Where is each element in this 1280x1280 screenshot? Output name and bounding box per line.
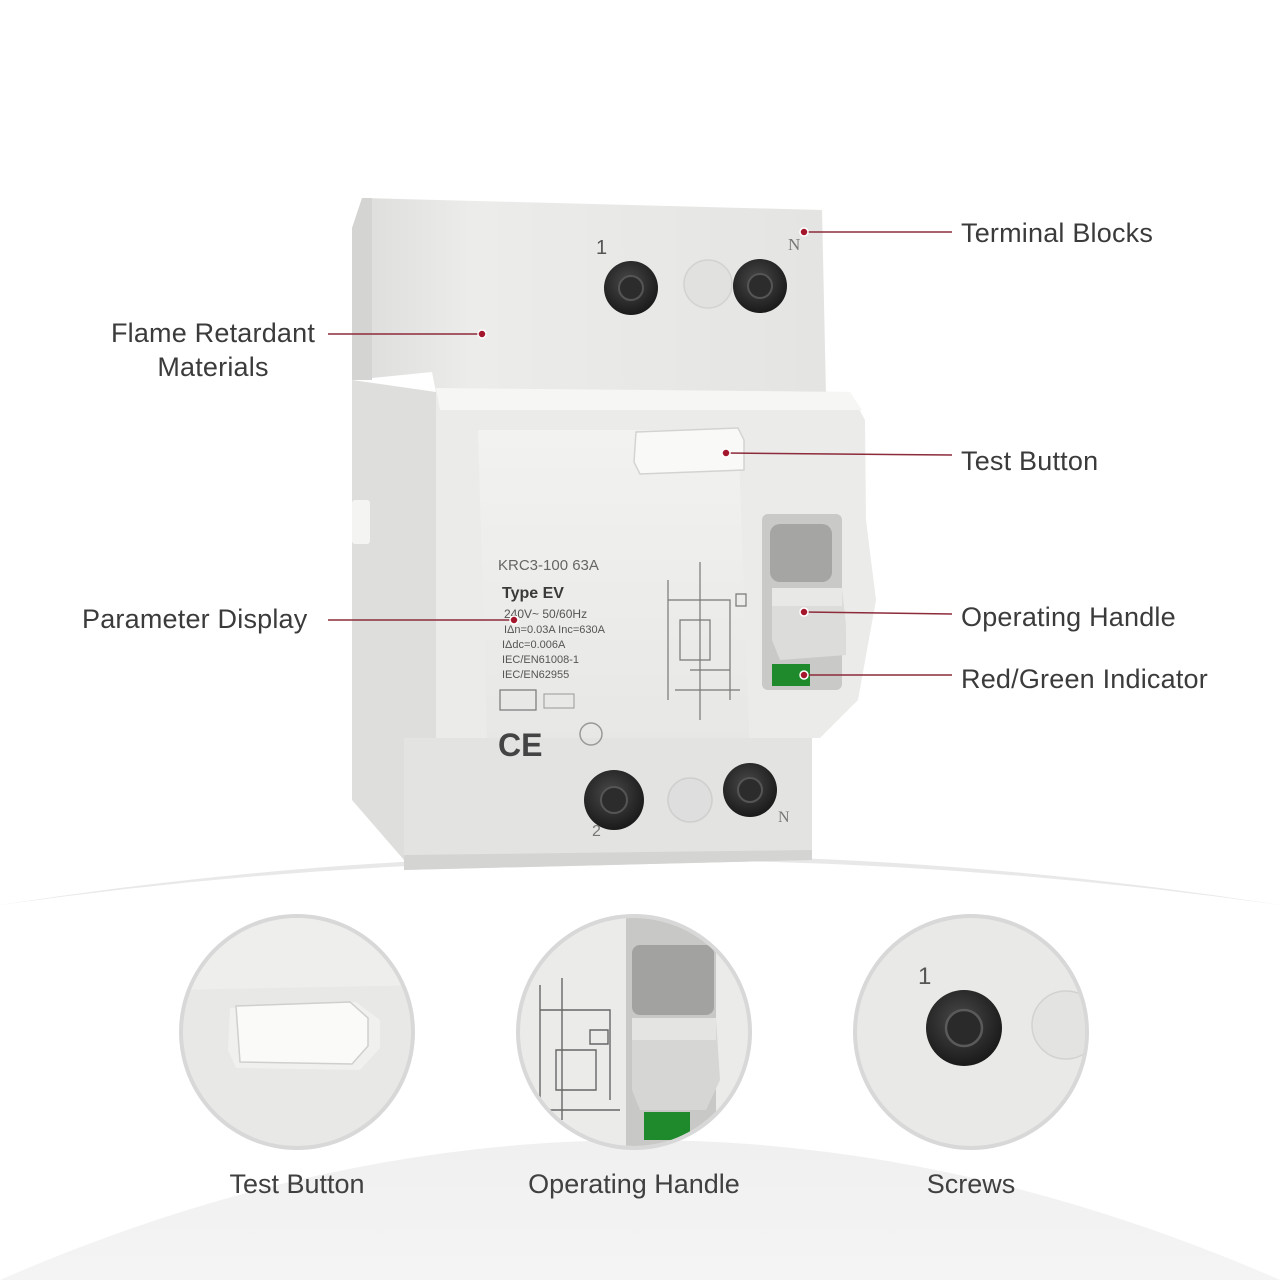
ce-mark: CE bbox=[498, 727, 542, 763]
caption-test-button: Test Button bbox=[229, 1169, 365, 1199]
label-standard-2: IEC/EN62955 bbox=[502, 669, 569, 681]
parameter-label-plate bbox=[478, 430, 750, 770]
label-dc: IΔdc=0.006A bbox=[502, 639, 566, 651]
marker-dot-parameter bbox=[509, 615, 519, 625]
terminal-number-bottom-left: 2 bbox=[592, 823, 601, 840]
label-standard-1: IEC/EN61008-1 bbox=[502, 654, 579, 666]
marker-dot-terminal bbox=[799, 227, 809, 237]
marker-dot-indicator bbox=[799, 670, 809, 680]
terminal-number-top-left: 1 bbox=[596, 237, 607, 259]
caption-screws: Screws bbox=[926, 1169, 1016, 1199]
red-green-indicator-shape bbox=[772, 664, 810, 686]
detail-screw-number: 1 bbox=[918, 963, 931, 990]
callout-operating-handle: Operating Handle bbox=[961, 602, 1176, 632]
terminal-letter-top-right: N bbox=[788, 235, 800, 254]
callout-red-green-indicator: Red/Green Indicator bbox=[961, 664, 1208, 694]
certification-mark bbox=[579, 722, 603, 746]
label-sensitivity: IΔn=0.03A Inc=630A bbox=[504, 624, 606, 636]
waveform-symbol bbox=[499, 689, 537, 711]
label-model: KRC3-100 63A bbox=[498, 557, 599, 574]
marker-dot-handle bbox=[799, 607, 809, 617]
callout-flame-line2: Materials bbox=[157, 352, 269, 382]
callout-parameter-display: Parameter Display bbox=[82, 604, 308, 634]
circuit-diagram bbox=[667, 562, 747, 720]
marker-dot-test bbox=[721, 448, 731, 458]
ac-symbol bbox=[543, 693, 575, 709]
callout-leaders bbox=[328, 227, 953, 680]
test-button-shape bbox=[633, 427, 745, 475]
caption-operating-handle: Operating Handle bbox=[528, 1169, 740, 1199]
callout-flame-line1: Flame Retardant bbox=[110, 318, 316, 348]
detail-screws: 1 bbox=[853, 914, 1089, 1150]
detail-operating-handle bbox=[516, 914, 752, 1150]
callout-flame-retardant: Flame Retardant Materials bbox=[96, 316, 330, 384]
marker-dot-flame bbox=[477, 329, 487, 339]
label-rating: 240V~ 50/60Hz bbox=[504, 607, 587, 621]
rcd-device: 1 N 2 N KRC3-100 63A Type EV 240V~ 50/60… bbox=[352, 198, 876, 870]
label-type: Type EV bbox=[502, 585, 564, 602]
callout-test-button: Test Button bbox=[961, 446, 1099, 476]
callout-terminal-blocks: Terminal Blocks bbox=[961, 218, 1154, 248]
parameter-display: KRC3-100 63A Type EV 240V~ 50/60Hz IΔn=0… bbox=[498, 557, 747, 763]
terminal-letter-bottom-right: N bbox=[778, 809, 790, 826]
